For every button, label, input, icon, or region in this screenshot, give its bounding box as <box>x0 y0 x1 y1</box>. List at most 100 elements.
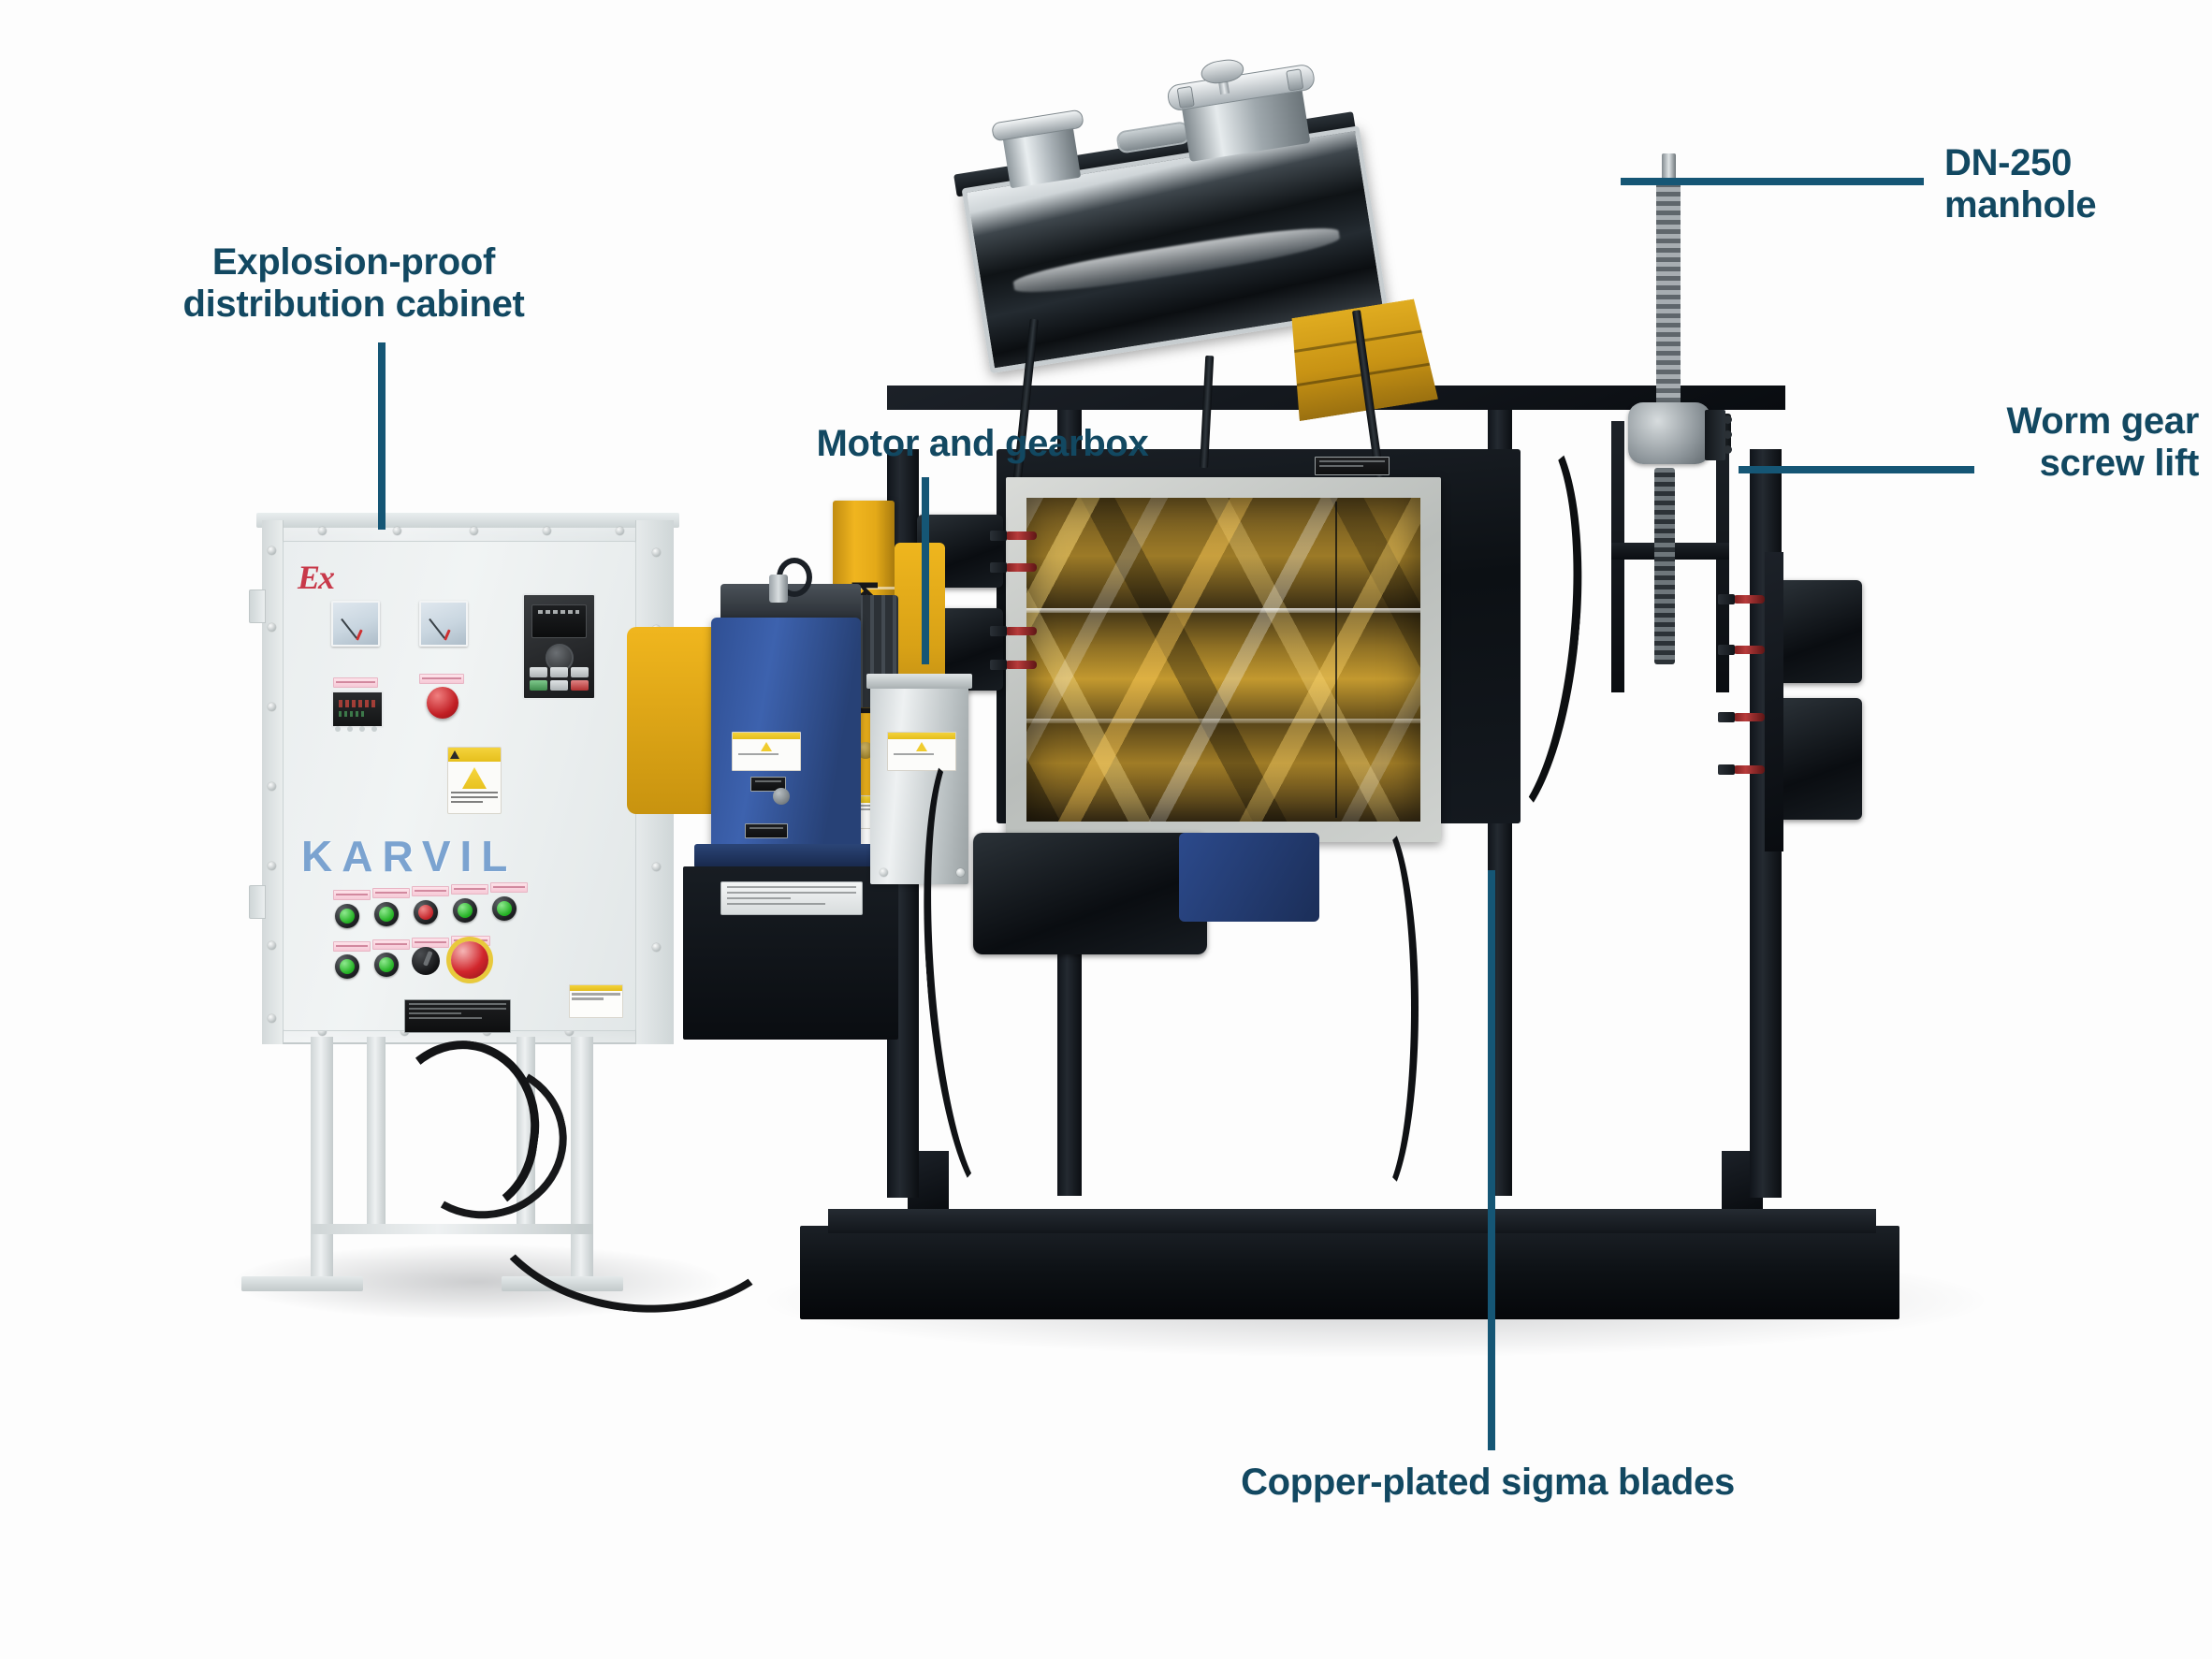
push-button-start-4[interactable] <box>492 896 517 921</box>
leader-line-cabinet <box>378 342 386 530</box>
sigma-blade-inspection-frame <box>1006 457 1441 842</box>
voltmeter-gauge <box>419 601 468 647</box>
cabinet-top-rail <box>256 513 679 528</box>
meter-needle <box>444 629 451 641</box>
gearbox-warning-label <box>732 732 801 771</box>
guard-fastener <box>857 742 874 759</box>
ammeter-gauge <box>331 601 380 647</box>
warning-triangle-icon <box>450 750 459 759</box>
flange-bolt <box>543 527 551 535</box>
bearing-stud-bolt <box>990 531 1037 541</box>
sigma-blade-kneader-machine[interactable]: KARVIL <box>627 56 1956 1319</box>
vfd-key[interactable] <box>530 667 547 677</box>
manhole-swing-bolt <box>1286 68 1304 92</box>
cabinet-nameplate <box>404 999 511 1033</box>
gearbox-breather-vent <box>769 575 788 603</box>
push-button-start-3[interactable] <box>453 898 477 923</box>
worm-gear-housing <box>1628 402 1731 464</box>
leader-line-motor-gearbox <box>922 477 929 664</box>
internal-wire <box>1335 502 1337 818</box>
callout-explosion-proof-distribution-cabinet: Explosion-proof distribution cabinet <box>182 241 525 325</box>
flange-bolt <box>268 623 276 632</box>
flange-bolt <box>652 943 661 952</box>
vfd-keypad-panel[interactable] <box>522 593 596 700</box>
vfd-key[interactable] <box>550 667 568 677</box>
callout-copper-plated-sigma-blades: Copper-plated sigma blades <box>1241 1462 1735 1503</box>
flange-bolt <box>470 527 478 535</box>
vfd-stop-key[interactable] <box>571 680 589 691</box>
cabinet-foot <box>502 1276 623 1291</box>
vfd-key-grid[interactable] <box>530 667 589 691</box>
label-tag <box>333 677 378 688</box>
drive-bearing-housing <box>1778 580 1862 683</box>
flange-bolt <box>616 527 624 535</box>
indicator-lamp-red[interactable] <box>427 687 458 719</box>
cabinet-leg <box>517 1037 535 1224</box>
leader-line-sigma-blades <box>1488 870 1495 1450</box>
flange-bolt <box>268 703 276 711</box>
cabinet-leg <box>311 1037 333 1278</box>
machine-nameplate <box>720 881 863 915</box>
lower-motor-junction <box>1179 833 1319 922</box>
flange-bolt <box>652 863 661 871</box>
guard-bolt <box>880 868 888 877</box>
callout-dn-250-manhole: DN-250 manhole <box>1944 142 2097 226</box>
vfd-run-key[interactable] <box>530 680 547 691</box>
bearing-stud-bolt <box>1718 594 1765 604</box>
guard-band <box>833 587 895 589</box>
blade-shaft-highlight <box>1026 719 1420 723</box>
push-button-start-2[interactable] <box>374 902 399 926</box>
coupling-guard <box>866 674 972 884</box>
push-button-start-5[interactable] <box>335 954 359 979</box>
digital-temperature-display[interactable] <box>331 691 384 728</box>
cabinet-hinge <box>249 885 266 919</box>
gearbox-oil-plug <box>773 788 790 805</box>
push-button-start-1[interactable] <box>335 904 359 928</box>
gearbox-pedestal <box>683 866 898 1040</box>
button-label-tag <box>333 890 371 900</box>
meter-needle <box>356 629 363 641</box>
coupling-warning-label <box>887 732 956 771</box>
vfd-key[interactable] <box>550 680 568 691</box>
leader-line-worm-gear <box>1739 466 1974 473</box>
label-tag <box>419 674 464 684</box>
button-label-tag <box>412 938 449 948</box>
flange-bolt <box>268 862 276 870</box>
button-label-tag <box>372 888 410 898</box>
push-button-stop-1[interactable] <box>414 900 438 924</box>
emergency-stop-button[interactable] <box>451 941 488 979</box>
push-button-start-6[interactable] <box>374 953 399 977</box>
bearing-stud-bolt <box>1718 645 1765 655</box>
vfd-key[interactable] <box>571 667 589 677</box>
lift-screw-lower-shaft <box>1654 468 1675 664</box>
explosion-proof-distribution-cabinet[interactable]: Ex <box>241 513 812 1329</box>
bearing-stud-bolt <box>990 626 1037 636</box>
machine-base-frame <box>800 1226 1899 1319</box>
machine-base-beam <box>828 1209 1876 1233</box>
cabinet-foot <box>241 1276 363 1291</box>
flange-bolt <box>318 1027 327 1036</box>
callout-motor-and-gearbox: Motor and gearbox <box>816 423 1149 464</box>
cabinet-brand-logo: KARVIL <box>301 832 517 880</box>
screw-shaft-tip <box>1662 153 1676 183</box>
warning-triangle-icon <box>462 767 487 789</box>
flange-bolt <box>652 548 661 557</box>
cabinet-hinge <box>249 589 266 623</box>
bearing-stud-bolt <box>1718 712 1765 722</box>
flange-bolt <box>565 1027 574 1036</box>
button-label-tag <box>333 941 371 952</box>
display-segment <box>339 700 376 707</box>
worm-gear-input-flange <box>1705 410 1732 460</box>
display-screw-row <box>331 726 380 734</box>
bearing-support-plate <box>1765 552 1783 851</box>
worm-gear-screw-lift-assembly[interactable] <box>777 140 1956 1319</box>
guard-bolt <box>956 868 965 877</box>
warning-placard <box>447 747 502 814</box>
gearbox-rating-plate <box>745 823 788 838</box>
warning-header-band <box>448 748 501 762</box>
selector-switch[interactable] <box>412 947 440 975</box>
cabinet-leg <box>367 1037 386 1224</box>
bearing-stud-bolt <box>990 660 1037 670</box>
copper-plated-sigma-blades <box>1026 498 1420 822</box>
motor-and-gearbox-assembly[interactable] <box>627 558 1076 1040</box>
